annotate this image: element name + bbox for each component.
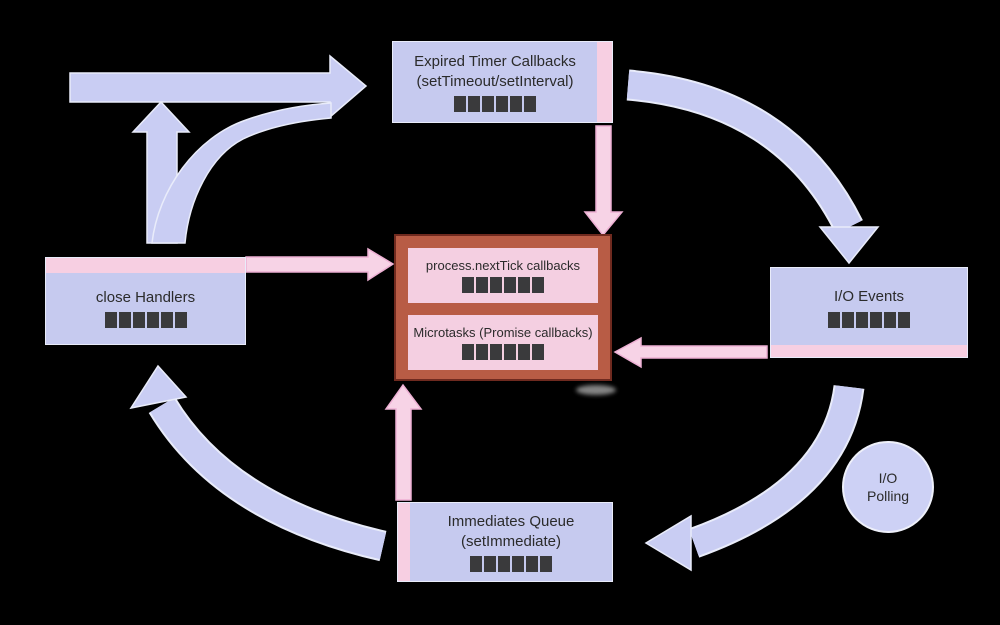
io-polling-line2: Polling [866, 488, 910, 504]
microtasks-queue [462, 343, 544, 360]
queue-slot [476, 343, 488, 360]
next-tick-panel: process.nextTick callbacks [408, 248, 598, 303]
queue-slot [898, 311, 910, 328]
queue-slot [490, 343, 502, 360]
queue-slot [132, 312, 145, 329]
timers-queue [454, 95, 536, 112]
close-handlers-queue [104, 312, 187, 329]
queue-slot [842, 311, 854, 328]
arrow-close-to-timers-horizontal-icon [69, 54, 368, 119]
node-io-events: I/O Events [770, 267, 968, 358]
arrow-merge-curve-icon [151, 102, 332, 244]
io-events-pink-strip [771, 345, 967, 357]
immediates-title: Immediates Queue [447, 513, 575, 531]
timers-pink-strip [597, 42, 612, 122]
queue-slot [856, 311, 868, 328]
queue-slot [870, 311, 882, 328]
next-tick-label: process.nextTick callbacks [425, 258, 581, 274]
queue-slot [884, 311, 896, 328]
node-expired-timers: Expired Timer Callbacks (setTimeout/setI… [392, 41, 613, 123]
node-io-polling: I/O Polling [842, 441, 934, 533]
node-microtask-box: process.nextTick callbacks Microtasks (P… [394, 234, 612, 381]
arrow-immediates-to-close-icon [129, 364, 387, 562]
queue-slot [504, 343, 516, 360]
queue-slot [532, 276, 544, 293]
next-tick-queue [462, 276, 544, 293]
queue-slot [470, 555, 482, 572]
timers-subtitle: (setTimeout/setInterval) [416, 72, 574, 90]
queue-slot [482, 95, 494, 112]
queue-slot [118, 312, 131, 329]
arrow-timers-to-io-events-icon [626, 69, 880, 265]
io-events-queue [828, 311, 910, 328]
queue-slot [104, 312, 117, 329]
queue-slot [518, 276, 530, 293]
node-immediates-queue: Immediates Queue (setImmediate) [397, 502, 613, 582]
immediates-subtitle: (setImmediate) [460, 532, 562, 550]
arrow-io-events-to-immediates-icon [644, 384, 865, 572]
arrow-close-to-microtask-box-icon [245, 247, 395, 282]
queue-slot [828, 311, 840, 328]
queue-slot [454, 95, 466, 112]
arrow-timers-to-microtask-box-icon [583, 125, 624, 237]
queue-slot [512, 555, 524, 572]
close-handlers-pink-strip [46, 258, 245, 273]
queue-slot [496, 95, 508, 112]
queue-slot [468, 95, 480, 112]
queue-slot [476, 276, 488, 293]
queue-slot [174, 312, 187, 329]
queue-slot [524, 95, 536, 112]
immediates-queue [470, 555, 552, 572]
queue-slot [532, 343, 544, 360]
queue-slot [504, 276, 516, 293]
queue-slot [518, 343, 530, 360]
arrow-immediates-to-microtask-box-icon [384, 383, 423, 501]
queue-slot [146, 312, 159, 329]
node-close-handlers: close Handlers [45, 257, 246, 345]
microtasks-panel: Microtasks (Promise callbacks) [408, 315, 598, 370]
queue-slot [462, 276, 474, 293]
microtasks-label: Microtasks (Promise callbacks) [413, 325, 593, 341]
queue-slot [498, 555, 510, 572]
queue-slot [490, 276, 502, 293]
immediates-pink-strip [398, 503, 410, 581]
arrow-io-events-to-microtask-box-icon [613, 336, 768, 369]
queue-slot [540, 555, 552, 572]
timers-title: Expired Timer Callbacks [414, 53, 576, 71]
io-polling-line1: I/O [878, 469, 898, 486]
close-handlers-title: close Handlers [95, 288, 196, 306]
watermark-smudge [576, 385, 616, 395]
queue-slot [526, 555, 538, 572]
io-events-title: I/O Events [833, 288, 905, 306]
queue-slot [160, 312, 173, 329]
queue-slot [510, 95, 522, 112]
queue-slot [484, 555, 496, 572]
queue-slot [462, 343, 474, 360]
